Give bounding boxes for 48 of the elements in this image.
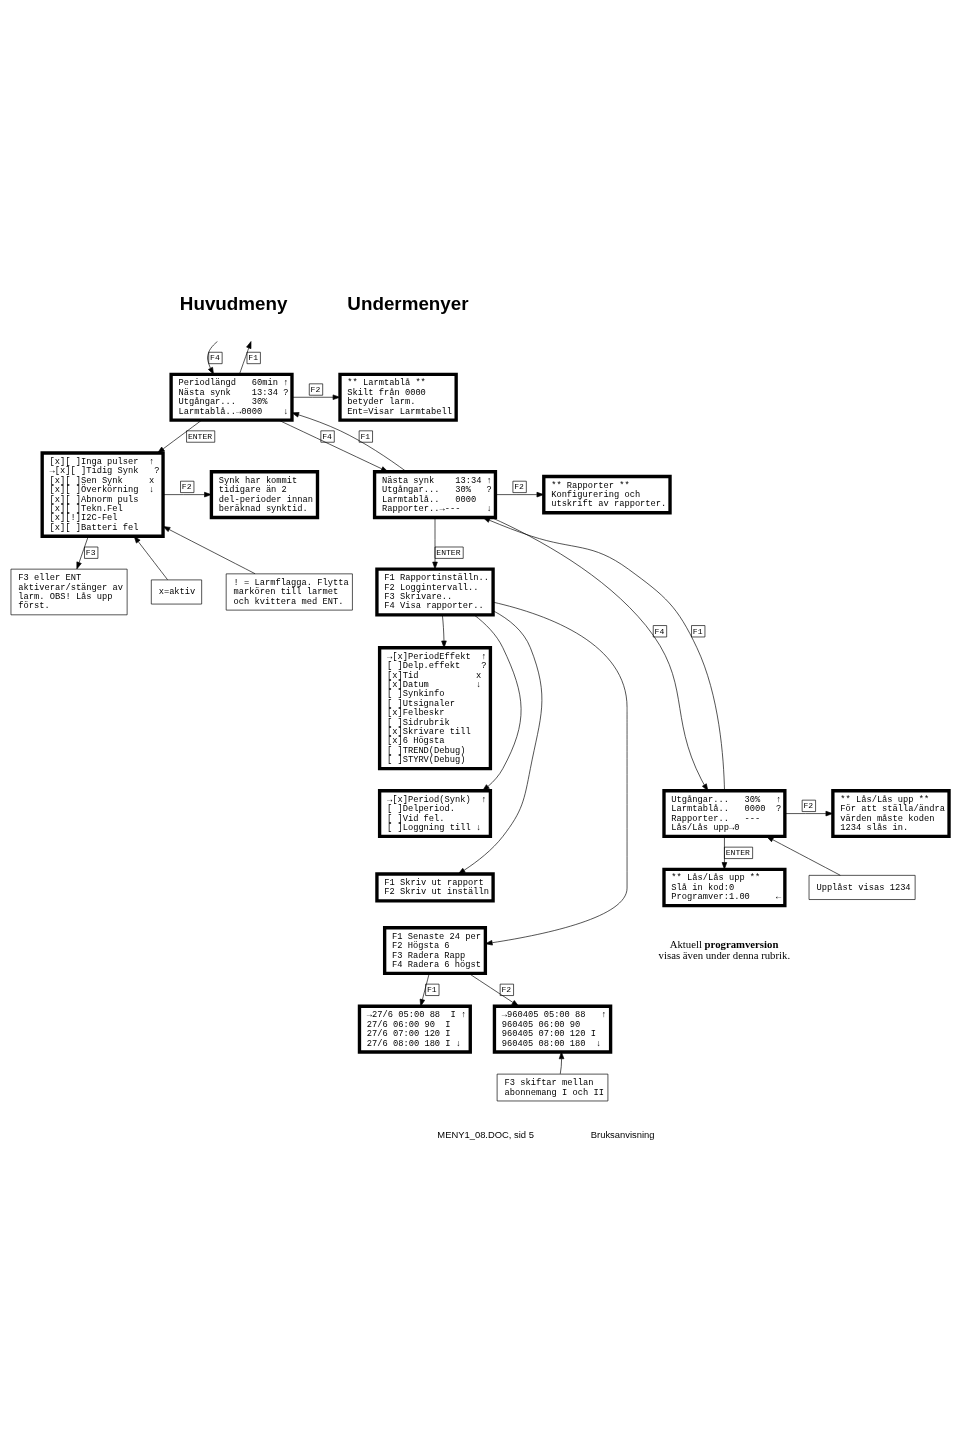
arrow	[291, 412, 407, 473]
label: Undermenyer	[347, 292, 469, 314]
arrow	[495, 491, 544, 498]
node-box: →960405 05:00 88 ↑ 960405 06:00 90 960405 07:00 120 I 960405 08:00 180 ↓	[492, 1004, 613, 1054]
arrow	[432, 517, 438, 570]
node-box: ** Larmtablå ** Skilt från 0000 betyder larm. Ent=Visar Larmtabell	[338, 372, 458, 422]
node-box: x=aktiv	[150, 579, 202, 605]
node-box: F3 skiftar mellan abonnemang I och II	[496, 1073, 609, 1102]
arrow	[162, 526, 256, 575]
arrow	[207, 341, 218, 375]
node-box: Upplåst visas 1234	[808, 875, 916, 900]
node-box: →[x]PeriodEffekt ↑ [ ]Delp.effekt ? [x]Tid x [x]Datum ↓ [ ]Synkinfo [ ]Utsignaler [x]Felbeskr [ ]Sidrubrik [x]Skrivare till [x]6 Högsta [ ]TREND(Debug) [ ]STYRV(Debug)	[377, 646, 493, 771]
arrow	[239, 341, 252, 375]
arrow	[162, 491, 212, 498]
node-box: F1 Senaste 24 per F2 Högsta 6 F3 Radera Rapp F4 Radera 6 högst	[382, 926, 488, 976]
arrow	[76, 535, 89, 570]
node-box: ** Lås/Lås upp ** För att ställa/ändra värden måste koden 1234 slås in.	[831, 789, 951, 839]
node-box: Nästa synk 13:34 ↑ Utgångar... 30% ? Larmtablå.. 0000 Rapporter..→--- ↓	[372, 470, 498, 520]
node-box: F1 Rapportinställn.. F2 Loggintervall.. F3 Skrivare.. F4 Visa rapporter..	[375, 567, 495, 617]
arrow	[458, 610, 543, 875]
arrow	[291, 394, 341, 400]
arrow	[721, 836, 728, 870]
arrow	[784, 810, 833, 817]
node-box: Periodlängd 60min ↑ Nästa synk 13:34 ? Utgångar... 30% Larmtablå..→0000 ↓	[169, 372, 294, 422]
arrow	[133, 535, 168, 581]
node-box: ** Lås/Lås upp ** Slå in kod:0 Programver:1.00 ←	[662, 867, 787, 908]
label: Bruksanvisning	[590, 1128, 655, 1140]
node-box: [x][ ]Inga pulser ↑ →[x][ ]Tidig Synk ? [x][ ]Sen Synk x [x][ ]Överkörning ↓ [x][ ]Abnorm puls [x][ ]Tekn.Fel [x][!]I2C-Fel [x][ ]Batteri fel	[40, 451, 165, 538]
arrow	[419, 973, 430, 1007]
node-box: →27/6 05:00 88 I ↑ 27/6 06:00 90 I 27/6 07:00 120 I 27/6 08:00 180 I ↓	[357, 1004, 472, 1054]
node-box: →[x]Period(Synk) ↑ [ ]Delperiod. [ ]Vid fel. [ ]Loggning till ↓	[377, 789, 493, 839]
node-label: Aktuell programversion visas även under denna rubrik.	[658, 937, 791, 961]
node-box: Utgångar... 30% ↑ Larmtablå.. 0000 ? Rapporter.. --- Lås/Lås upp→0	[662, 789, 787, 839]
node-box: ! = Larmflagga. Flytta markören till larmet och kvittera med ENT.	[225, 573, 353, 611]
label: Huvudmeny	[179, 292, 288, 314]
arrow	[485, 601, 628, 946]
label: MENY1_08.DOC, sid 5	[437, 1128, 534, 1140]
arrow	[473, 614, 522, 792]
arrow	[278, 419, 389, 473]
node-box: F1 Skriv ut rapport F2 Skriv ut inställn	[375, 872, 495, 903]
node-box: F3 eller ENT aktiverar/stänger av larm. OBS! Lås upp först.	[10, 568, 128, 616]
arrow	[441, 614, 447, 649]
arrow	[157, 419, 202, 454]
arrow	[558, 1051, 565, 1075]
arrow	[766, 836, 841, 876]
node-box: Synk har kommit tidigare än 2 del-perioder innan beräknad synktid.	[209, 470, 320, 520]
arrow	[468, 973, 519, 1007]
node-box: ** Rapporter ** Konfigurering och utskrift av rapporter.	[542, 474, 672, 515]
